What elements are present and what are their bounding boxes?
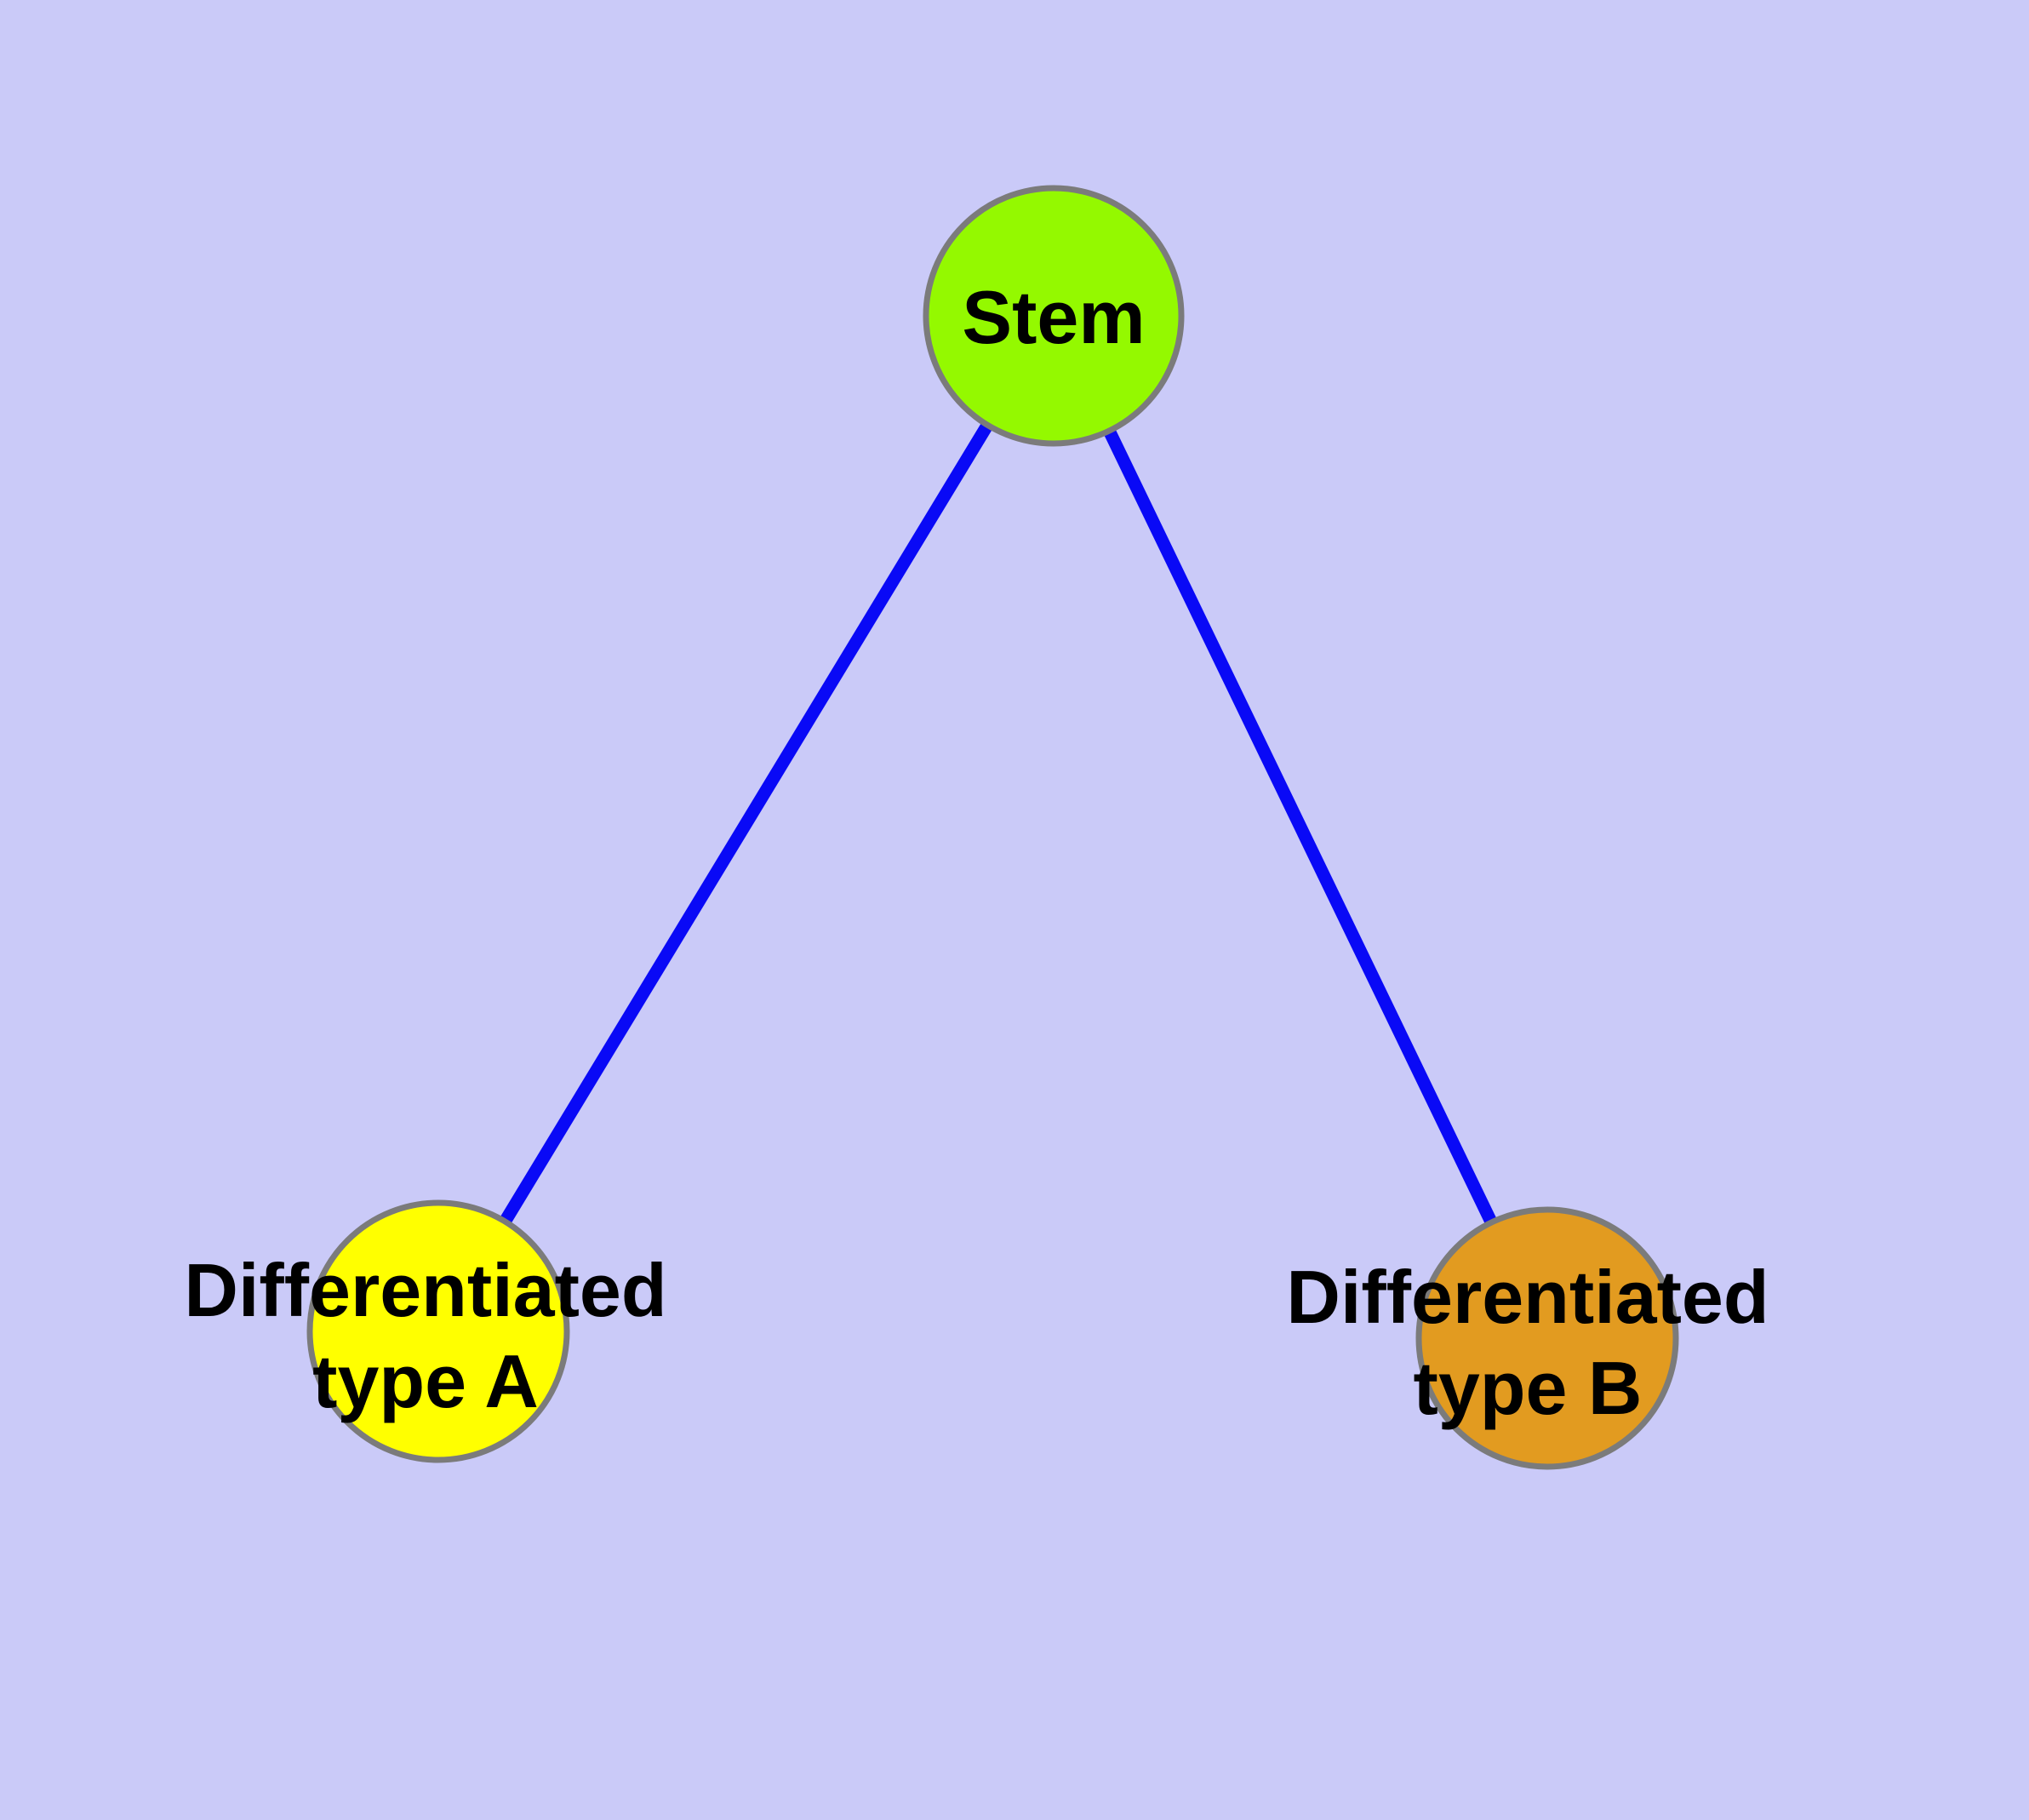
node-type-b-label-line1: Differentiated xyxy=(1286,1255,1769,1339)
node-type-a-circle xyxy=(306,1199,570,1463)
node-type-a-label-line2: type A xyxy=(312,1339,539,1423)
node-type-b-circle xyxy=(1415,1206,1679,1470)
node-type-a-label-line1: Differentiated xyxy=(184,1248,666,1332)
node-stem-label: Stem xyxy=(962,275,1145,359)
edge-stem-to-type-b xyxy=(1048,312,1553,1342)
node-stem-circle xyxy=(923,185,1185,447)
node-type-b-label-line2: type B xyxy=(1414,1346,1643,1430)
edge-stem-to-type-a xyxy=(432,312,1060,1335)
